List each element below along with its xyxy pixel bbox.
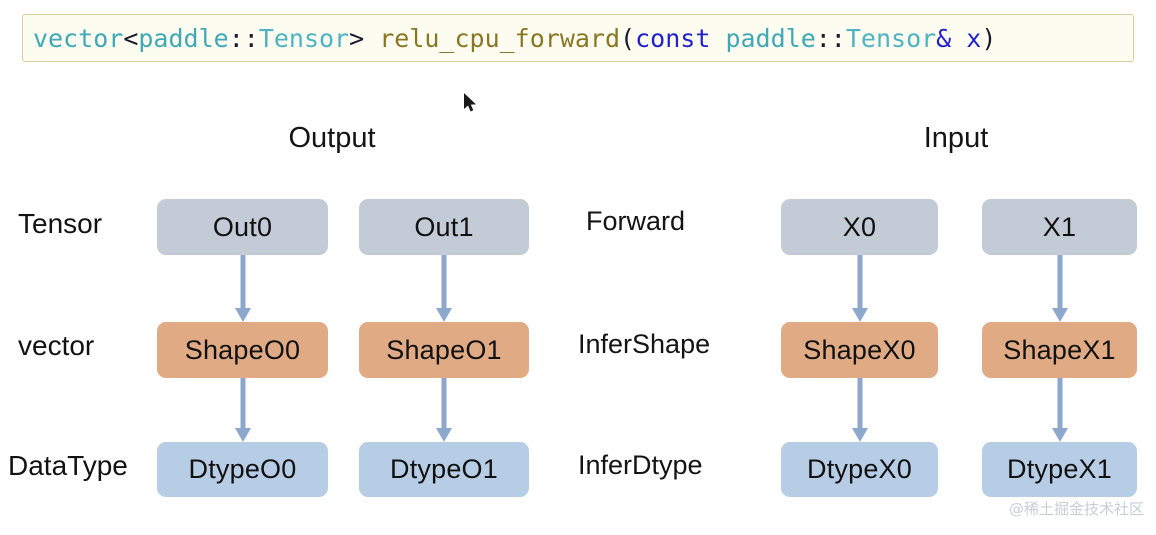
code-token: :: (815, 23, 846, 53)
arrow-down-icon (1048, 378, 1072, 442)
code-token: x (966, 23, 982, 53)
arrow-down-icon (848, 378, 872, 442)
stage-label-inferdtype: InferDtype (578, 450, 703, 480)
code-token: Tensor (845, 23, 937, 53)
node-shape-x0: ShapeX0 (781, 322, 938, 378)
node-out0: Out0 (157, 199, 328, 255)
group-title-output: Output (288, 122, 376, 154)
code-token: ( (620, 23, 636, 53)
row-label-tensor: Tensor (18, 208, 103, 239)
arrow-down-icon (1048, 255, 1072, 322)
node-dtype-o1: DtypeO1 (359, 442, 529, 497)
code-token: relu_cpu_forward (379, 23, 621, 53)
node-dtype-x1: DtypeX1 (982, 442, 1137, 497)
stage-label-infershape: InferShape (578, 329, 711, 359)
node-dtype-x0: DtypeX0 (781, 442, 938, 497)
mouse-cursor-icon (464, 93, 478, 113)
group-title-input: Input (923, 122, 989, 154)
arrow-down-icon (432, 378, 456, 442)
code-token: const (635, 23, 711, 53)
node-dtype-o0: DtypeO0 (157, 442, 328, 497)
arrow-down-icon (231, 255, 255, 322)
arrow-down-icon (231, 378, 255, 442)
code-token: < (123, 23, 139, 53)
code-token (710, 24, 725, 53)
code-token: paddle (138, 23, 229, 53)
code-token: paddle (725, 23, 816, 53)
node-shape-x1: ShapeX1 (982, 322, 1137, 378)
code-token: vector (33, 23, 124, 53)
node-x1: X1 (982, 199, 1137, 255)
code-token: ) (981, 23, 997, 53)
code-token: Tensor (258, 23, 350, 53)
arrow-down-icon (848, 255, 872, 322)
code-token: & (936, 23, 952, 53)
node-shape-o0: ShapeO0 (157, 322, 328, 378)
code-token: :: (228, 23, 259, 53)
row-label-vector: vector (18, 330, 95, 361)
row-label-datatype: DataType (8, 450, 128, 481)
node-out1: Out1 (359, 199, 529, 255)
stage-label-forward: Forward (586, 206, 686, 236)
code-signature-banner: vector<paddle::Tensor> relu_cpu_forward(… (22, 14, 1134, 62)
watermark: @稀土掘金技术社区 (1008, 500, 1144, 518)
code-token (951, 24, 966, 53)
node-x0: X0 (781, 199, 938, 255)
arrow-down-icon (432, 255, 456, 322)
code-signature-text: vector<paddle::Tensor> relu_cpu_forward(… (33, 26, 996, 51)
code-token: > (349, 23, 380, 53)
node-shape-o1: ShapeO1 (359, 322, 529, 378)
